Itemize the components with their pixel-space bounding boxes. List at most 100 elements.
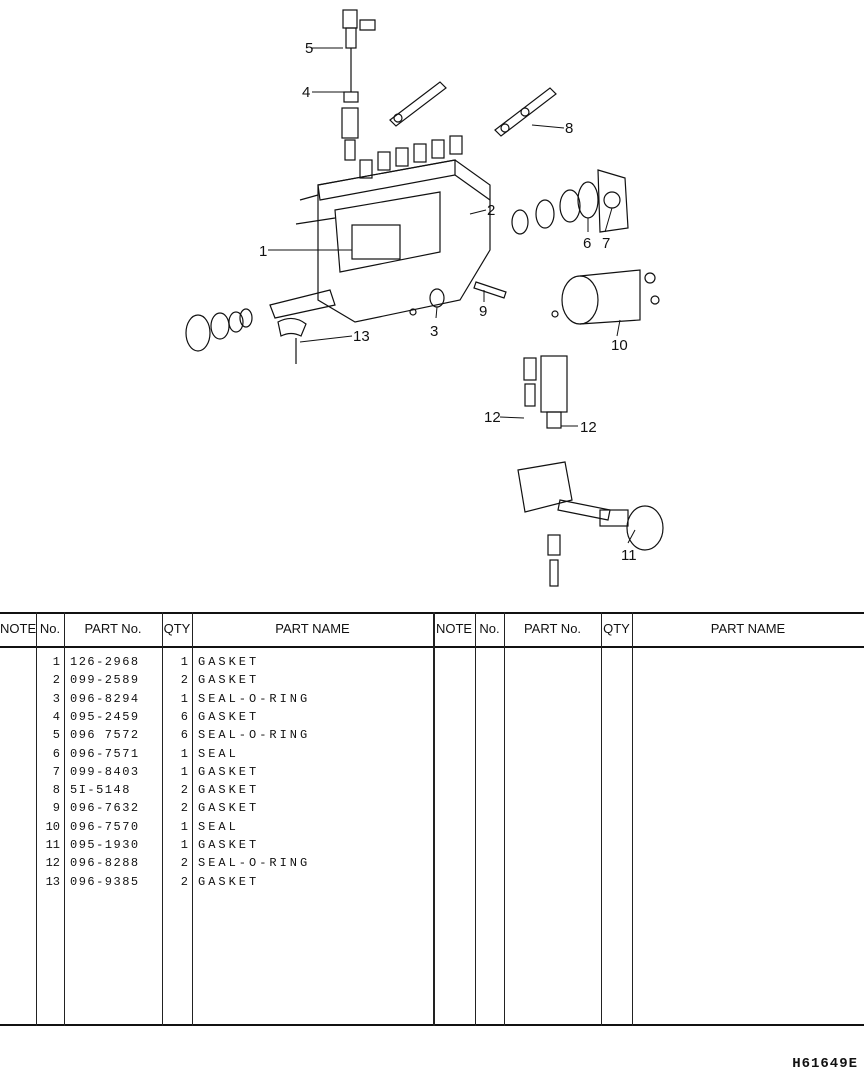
row-no: 4 bbox=[52, 709, 60, 724]
header-note: NOTE bbox=[0, 621, 37, 636]
row-no: 5 bbox=[52, 728, 60, 743]
row-part-name: SEAL-O-RING bbox=[198, 728, 311, 743]
row-part-no: 096-8288 bbox=[70, 856, 140, 871]
row-no: 11 bbox=[45, 838, 60, 852]
row-no: 3 bbox=[52, 691, 60, 706]
table-row: 8 5I-5148 2 GASKET bbox=[0, 781, 432, 799]
row-no: 9 bbox=[52, 801, 60, 816]
row-part-no: 096-8294 bbox=[70, 691, 140, 706]
header-no-right: No. bbox=[479, 621, 500, 636]
row-qty: 6 bbox=[180, 728, 188, 743]
row-part-name: SEAL-O-RING bbox=[198, 856, 311, 871]
row-part-name: GASKET bbox=[198, 874, 260, 889]
row-part-name: GASKET bbox=[198, 655, 260, 669]
callout-2: 2 bbox=[487, 202, 495, 219]
callout-12-right: 12 bbox=[580, 419, 597, 436]
row-no: 8 bbox=[52, 783, 60, 798]
row-qty: 1 bbox=[180, 691, 188, 706]
table-row: 4 095-2459 6 GASKET bbox=[0, 708, 432, 726]
row-qty: 2 bbox=[180, 673, 188, 688]
callout-12-left: 12 bbox=[484, 409, 501, 426]
row-part-no: 096-7632 bbox=[70, 801, 140, 816]
row-part-no: 099-2589 bbox=[70, 673, 140, 688]
document-code: H61649E bbox=[792, 1056, 858, 1072]
row-qty: 6 bbox=[180, 709, 188, 724]
fuel-fitting-upper bbox=[389, 81, 557, 137]
row-qty: 1 bbox=[180, 838, 188, 852]
row-no: 6 bbox=[52, 746, 60, 761]
callout-5: 5 bbox=[305, 40, 313, 57]
row-part-no: 5I-5148 bbox=[70, 783, 131, 798]
table-row: 11 095-1930 1 GASKET bbox=[0, 836, 432, 854]
row-part-no: 096-7571 bbox=[70, 746, 140, 761]
header-part-name: PART NAME bbox=[275, 621, 350, 636]
row-no: 2 bbox=[52, 673, 60, 688]
header-part-no-right: PART No. bbox=[523, 621, 582, 636]
small-bolts bbox=[409, 281, 507, 316]
row-qty: 2 bbox=[180, 801, 188, 816]
table-row: 3 096-8294 1 SEAL-O-RING bbox=[0, 690, 432, 708]
table-row: 5 096 7572 6 SEAL-O-RING bbox=[0, 726, 432, 744]
callout-11: 11 bbox=[621, 547, 637, 564]
delivery-outlets bbox=[359, 135, 463, 179]
row-qty: 2 bbox=[180, 783, 188, 798]
row-part-name: GASKET bbox=[198, 673, 260, 688]
row-part-no: 095-1930 bbox=[70, 838, 140, 852]
table-row: 7 099-8403 1 GASKET bbox=[0, 763, 432, 781]
callout-leaders bbox=[268, 47, 636, 544]
row-part-name: SEAL-O-RING bbox=[198, 691, 311, 706]
row-qty: 2 bbox=[180, 874, 188, 889]
row-part-name: GASKET bbox=[198, 764, 260, 779]
row-part-name: SEAL bbox=[198, 746, 239, 761]
table-row: 2 099-2589 2 GASKET bbox=[0, 671, 432, 689]
row-qty: 1 bbox=[180, 655, 188, 669]
row-part-no: 096-7570 bbox=[70, 819, 140, 834]
table-row: 10 096-7570 1 SEAL bbox=[0, 818, 432, 836]
header-note-right: NOTE bbox=[435, 621, 473, 636]
row-part-no: 095-2459 bbox=[70, 709, 140, 724]
callout-1: 1 bbox=[259, 243, 267, 260]
row-qty: 1 bbox=[180, 746, 188, 761]
row-part-no: 126-2968 bbox=[70, 655, 140, 669]
row-qty: 2 bbox=[180, 856, 188, 871]
callout-3: 3 bbox=[430, 323, 438, 340]
callout-7: 7 bbox=[602, 235, 610, 252]
callout-4: 4 bbox=[302, 84, 310, 101]
governor-side-seals bbox=[511, 169, 629, 235]
exploded-parts-diagram: 5 4 8 2 1 6 7 9 3 13 10 12 12 11 bbox=[185, 9, 664, 587]
pump-body bbox=[295, 159, 491, 323]
header-part-name-right: PART NAME bbox=[710, 621, 786, 636]
row-part-name: GASKET bbox=[198, 783, 260, 798]
callout-8: 8 bbox=[565, 120, 573, 137]
callout-13: 13 bbox=[353, 328, 370, 345]
row-qty: 1 bbox=[180, 764, 188, 779]
callout-9: 9 bbox=[479, 303, 487, 320]
delivery-valve-stack bbox=[341, 9, 376, 161]
priming-pump-assembly bbox=[517, 355, 664, 587]
row-part-no: 099-8403 bbox=[70, 764, 140, 779]
governor-cover bbox=[551, 269, 660, 325]
row-qty: 1 bbox=[180, 819, 188, 834]
header-qty-right: QTY bbox=[603, 621, 630, 636]
header-qty: QTY bbox=[163, 621, 191, 636]
row-no: 13 bbox=[45, 874, 60, 889]
parts-list-table: NOTE No. PART No. QTY PART NAME NOTE No.… bbox=[0, 612, 864, 1026]
row-no: 1 bbox=[52, 655, 60, 669]
callout-10: 10 bbox=[611, 337, 628, 354]
camshaft-end-seals bbox=[185, 289, 336, 364]
row-part-name: SEAL bbox=[198, 819, 239, 834]
row-part-name: GASKET bbox=[198, 838, 260, 852]
row-part-name: GASKET bbox=[198, 709, 260, 724]
table-row: 12 096-8288 2 SEAL-O-RING bbox=[0, 854, 432, 872]
row-part-no: 096-9385 bbox=[70, 874, 140, 889]
row-no: 12 bbox=[45, 856, 60, 871]
table-row: 1 126-2968 1 GASKET bbox=[0, 653, 432, 671]
table-row: 6 096-7571 1 SEAL bbox=[0, 745, 432, 763]
callout-6: 6 bbox=[583, 235, 591, 252]
row-no: 10 bbox=[45, 819, 60, 834]
row-no: 7 bbox=[52, 764, 60, 779]
row-part-name: GASKET bbox=[198, 801, 260, 816]
header-part-no: PART No. bbox=[84, 621, 142, 636]
table-row: 13 096-9385 2 GASKET bbox=[0, 873, 432, 891]
table-row: 9 096-7632 2 GASKET bbox=[0, 799, 432, 817]
